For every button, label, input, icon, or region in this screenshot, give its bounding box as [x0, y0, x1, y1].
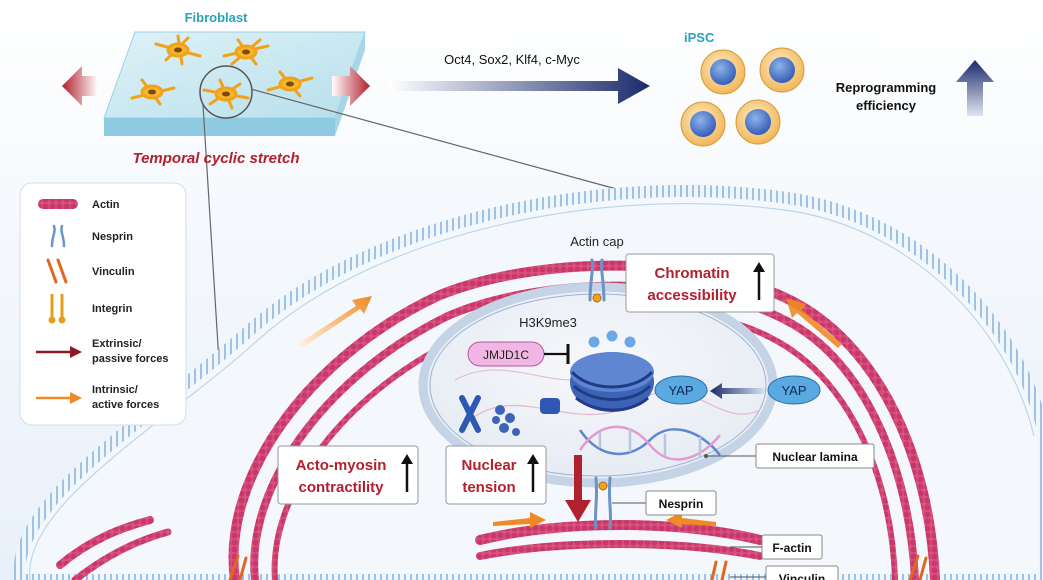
- intrinsic-force-arrow-right: [786, 298, 842, 348]
- fibroblast-label: Fibroblast: [185, 10, 249, 25]
- ipsc-cell-icon: [735, 99, 781, 145]
- yap-cytoplasm-pill: [767, 375, 821, 405]
- legend-label-actin: Actin: [92, 199, 120, 211]
- stretch-arrow-left: [62, 66, 98, 106]
- ipsc-label: iPSC: [684, 30, 715, 45]
- intrinsic-force-arrow-bottom-left: [493, 512, 546, 528]
- legend-label-vinculin: Vinculin: [92, 266, 135, 278]
- f-actin-fiber: [475, 520, 765, 545]
- yap-nuclear-pill: [654, 375, 708, 405]
- actin-fiber: [228, 260, 940, 580]
- legend-label-intrinsic-1: Intrinsic/: [92, 384, 138, 396]
- dna-helix-icon: [578, 425, 721, 461]
- f-actin-label: F-actin: [772, 541, 811, 555]
- h3k9me3-mark-icon: [588, 336, 600, 348]
- chromosome-icon: [459, 395, 481, 433]
- cell-membrane-inner-line: [29, 203, 1035, 580]
- inhibition-bar-icon: [544, 344, 570, 364]
- acto-myosin-up-arrow-icon: [401, 454, 413, 492]
- ipsc-cell-icon: [759, 47, 805, 93]
- fibroblast-cell-icons: [130, 34, 314, 110]
- vinculin-integrin-icons: [228, 554, 928, 580]
- magnifier-circle: [199, 65, 253, 119]
- vinculin-box: [765, 565, 839, 580]
- acto-myosin-label-line2: contractility: [298, 479, 384, 496]
- vinculin-label: Vinculin: [779, 572, 825, 580]
- chromatin-label-line2: accessibility: [647, 287, 737, 304]
- stretch-label: Temporal cyclic stretch: [132, 150, 299, 167]
- intrinsic-force-arrow-bottom-right: [666, 512, 716, 528]
- h3k9me3-label: H3K9me3: [519, 315, 577, 330]
- reprogramming-label-line1: Reprogramming: [836, 80, 936, 95]
- fibroblast-cell-icon: [222, 38, 270, 66]
- nesprin-label: Nesprin: [659, 497, 704, 511]
- f-actin-fiber: [476, 540, 764, 560]
- h3k9me3-mark-icon: [606, 330, 618, 342]
- dark-red-arrow-icon: [36, 346, 82, 358]
- nesprin-bottom-icon: [593, 476, 613, 530]
- ipsc-cell-icon: [700, 49, 746, 95]
- nesprin-icon: [50, 224, 66, 248]
- reprogramming-label-line2: efficiency: [856, 98, 917, 113]
- vinculin-icon: [46, 258, 68, 284]
- nuclear-tension-label-line2: tension: [462, 479, 515, 496]
- yap-translocation-arrow-icon: [710, 383, 765, 399]
- zoom-line-left: [202, 104, 221, 379]
- nuclear-tension-arrow-icon: [565, 455, 591, 522]
- nesprin-top-icon: [588, 258, 606, 303]
- legend-label-extrinsic-1: Extrinsic/: [92, 338, 142, 350]
- chromatin-label-line1: Chromatin: [655, 265, 730, 282]
- chromatin-up-arrow-icon: [753, 262, 765, 300]
- factors-arrow: [390, 68, 650, 104]
- fibroblast-cell-icon: [266, 70, 314, 98]
- nuclear-tension-up-arrow-icon: [527, 454, 539, 492]
- nesprin-box: [645, 490, 717, 516]
- legend-label-intrinsic-2: active forces: [92, 399, 159, 411]
- ipsc-cells: [680, 47, 805, 147]
- legend-label-integrin: Integrin: [92, 303, 133, 315]
- stretch-arrow-right: [332, 66, 370, 106]
- chromatin-accessibility-box: [625, 253, 775, 313]
- nuclear-lamina-box: [755, 443, 875, 469]
- f-actin-fiber: [71, 528, 172, 580]
- fibroblast-cell-icon: [154, 34, 202, 66]
- fibroblast-cell-icon: [130, 78, 176, 106]
- actin-icon: [38, 199, 78, 209]
- zoom-line-right: [250, 88, 621, 191]
- f-actin-box: [761, 534, 823, 560]
- nuclear-lamina-label: Nuclear lamina: [772, 450, 858, 464]
- orange-arrow-icon: [36, 392, 82, 404]
- nuclear-tension-label-line1: Nuclear: [461, 457, 516, 474]
- protein-cluster-icon: [492, 398, 560, 436]
- jmjd1c-label: JMJD1C: [483, 348, 529, 362]
- actin-cap-label: Actin cap: [570, 234, 623, 249]
- acto-myosin-label-line1: Acto-myosin: [296, 457, 387, 474]
- yap-nuclear-label: YAP: [668, 383, 693, 398]
- fibroblast-cell-icon: [202, 78, 250, 110]
- legend-box: [19, 182, 187, 426]
- h3k9me3-mark-icon: [624, 336, 636, 348]
- legend-label-extrinsic-2: passive forces: [92, 353, 168, 365]
- factors-label: Oct4, Sox2, Klf4, c-Myc: [444, 52, 580, 67]
- integrin-icon: [48, 294, 66, 324]
- intrinsic-force-arrow-left: [298, 296, 372, 348]
- nuclear-tension-box: [445, 445, 547, 505]
- reprogramming-up-arrow-icon: [956, 60, 994, 116]
- legend-label-nesprin: Nesprin: [92, 231, 133, 243]
- leader-dot: [704, 454, 708, 458]
- yap-cytoplasm-label: YAP: [781, 383, 806, 398]
- nucleosome-icon: [570, 330, 654, 412]
- ipsc-cell-icon: [680, 101, 726, 147]
- f-actin-fiber: [56, 516, 154, 569]
- acto-myosin-box: [277, 445, 419, 505]
